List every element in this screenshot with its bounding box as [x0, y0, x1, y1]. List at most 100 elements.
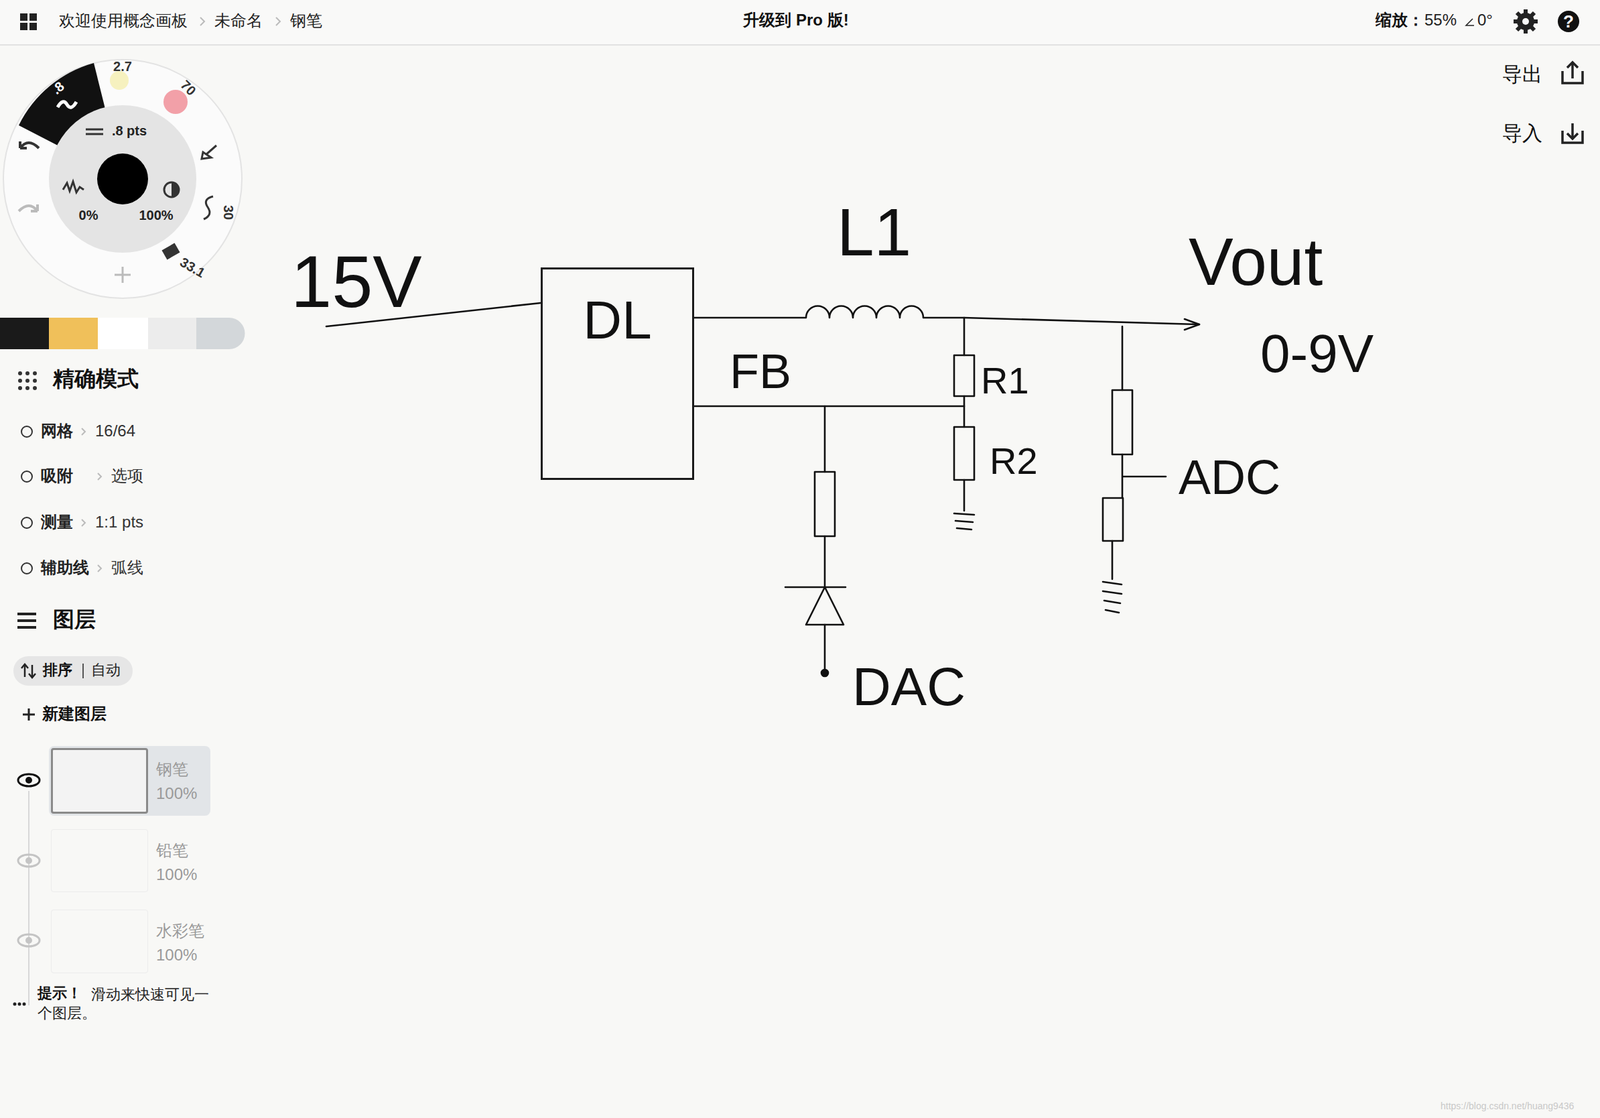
tool-wheel — [85, 129, 104, 135]
signal-name: ADC — [1178, 452, 1281, 502]
ground-symbol — [1102, 581, 1122, 613]
tool-wheel — [57, 101, 77, 108]
new-layer-button: 新建图层 — [42, 704, 107, 723]
watermark: https://blog.csdn.net/huang9436 — [1440, 1100, 1574, 1111]
breadcrumb: 欢迎使用概念画板 — [58, 12, 188, 30]
top-bar — [0, 0, 1600, 45]
help-button: ? — [1557, 10, 1580, 33]
option-chevron — [81, 428, 86, 435]
color-palette — [148, 317, 197, 350]
terminal-dot — [821, 669, 829, 677]
sort-icon — [28, 673, 36, 678]
sort-icon — [21, 663, 29, 669]
brush-size: 2.7 — [113, 58, 132, 74]
layer-opacity: 100% — [156, 946, 197, 964]
precision-icon — [18, 385, 23, 390]
layers-icon — [17, 613, 37, 628]
tool-wheel — [62, 181, 84, 193]
export-icon — [1567, 62, 1578, 68]
grid-icon — [20, 13, 28, 21]
import-icon — [1571, 123, 1574, 139]
tool-wheel — [203, 196, 214, 220]
layer-opacity: 100% — [156, 784, 197, 803]
precision-icon — [18, 371, 23, 376]
breadcrumb: 钢笔 — [290, 12, 323, 30]
angle-icon — [1465, 18, 1475, 26]
import-icon — [1567, 133, 1578, 139]
option-chevron — [81, 519, 86, 526]
settings-gear — [1516, 12, 1535, 31]
dac-wire — [824, 406, 827, 671]
angle-icon — [1465, 18, 1475, 26]
precision-icon — [32, 385, 37, 390]
visibility-eye — [18, 773, 40, 786]
layers-icon — [17, 612, 37, 616]
layer-thumbnail — [50, 828, 149, 892]
export-icon — [1571, 62, 1574, 79]
color-palette — [48, 317, 98, 350]
visibility-eye — [18, 854, 40, 867]
more-dots — [13, 1002, 27, 1006]
breadcrumb-chevron — [276, 17, 281, 26]
option-radio — [21, 517, 33, 528]
settings-gear — [1513, 9, 1538, 34]
layer-thumbnail — [50, 747, 149, 814]
color-palette — [0, 317, 246, 350]
layer-card: 水彩笔100% — [48, 907, 211, 975]
option-chevron — [97, 564, 102, 572]
tool-wheel — [109, 71, 129, 90]
layer-name: 铅笔 — [156, 841, 189, 859]
tool-wheel — [3, 59, 242, 299]
pin-name: FB — [729, 347, 792, 396]
tool-wheel — [161, 243, 180, 260]
option-value: 选项 — [111, 467, 144, 485]
add-icon — [22, 708, 35, 721]
option-name: 辅助线 — [40, 558, 90, 577]
settings-gear — [1513, 9, 1538, 34]
tool-wheel — [18, 204, 38, 212]
divider-wire — [963, 317, 966, 511]
precision-icon — [25, 378, 30, 383]
color-palette — [97, 317, 149, 350]
tip-text: 滑动来快速可见一个图层。 — [37, 984, 220, 1022]
layers-icon — [17, 619, 37, 622]
layer-name: 钢笔 — [156, 760, 189, 778]
tool-wheel — [20, 141, 39, 149]
layer-card: 铅笔 100% — [48, 826, 211, 894]
resistor-symbol — [954, 426, 975, 480]
option-name: 吸附 — [40, 467, 74, 485]
add-icon — [22, 713, 35, 716]
sort-icon — [31, 664, 34, 677]
color-palette — [0, 317, 49, 350]
tool-wheel — [114, 266, 131, 283]
output-arrow — [1184, 318, 1200, 330]
settings-gear — [1522, 18, 1529, 25]
option-chevron — [81, 428, 102, 572]
sort-value: 自动 — [91, 661, 121, 679]
import-button: 导入 — [1502, 121, 1543, 145]
pill-divider — [82, 663, 84, 679]
visibility-eye — [18, 773, 40, 947]
part-name: R1 — [980, 361, 1030, 400]
visibility-eye — [25, 936, 33, 944]
tool-wheel — [85, 133, 104, 136]
part-name: R2 — [989, 442, 1038, 480]
panel-heading: 精确模式 — [52, 367, 139, 391]
tool-wheel — [171, 182, 179, 197]
feedback-wire — [694, 405, 965, 408]
tool-wheel — [164, 182, 179, 197]
layer-opacity: 100% — [156, 865, 197, 884]
precision-icon — [32, 378, 37, 383]
import-icon — [1562, 123, 1583, 143]
diode-symbol — [785, 586, 846, 625]
schematic-drawing — [326, 302, 1200, 677]
tool-wheel — [85, 128, 104, 131]
resistor-symbol — [814, 471, 835, 537]
part-name: L1 — [836, 198, 912, 266]
more-dots — [18, 1002, 22, 1006]
sort-icon — [21, 663, 36, 678]
option-value: 16/64 — [95, 422, 136, 440]
layers-icon — [17, 625, 37, 629]
precision-icon — [32, 371, 37, 376]
option-radio — [21, 471, 33, 482]
